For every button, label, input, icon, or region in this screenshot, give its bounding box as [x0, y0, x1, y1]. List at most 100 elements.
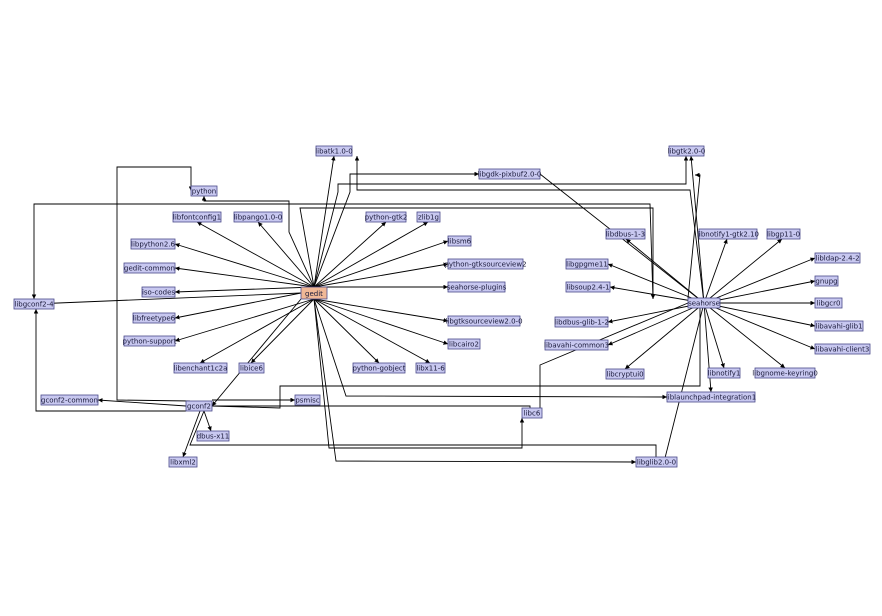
dependency-edge — [703, 302, 725, 369]
node-libldap: libldap-2.4-2 — [814, 252, 861, 264]
dependency-edge — [624, 302, 705, 370]
node-box — [554, 316, 609, 328]
node-label: libldap-2.4-2 — [815, 255, 859, 263]
node-label: dbus-x11 — [197, 433, 230, 441]
node-liblaunchpad: liblaunchpad-integration1 — [666, 391, 756, 403]
node-libgtk: libgtk2.0-0 — [668, 145, 705, 157]
node-box — [168, 456, 198, 468]
node-label: libgtksourceview2.0-0 — [445, 318, 522, 326]
dependency-edge — [662, 302, 705, 463]
node-python: python — [190, 185, 218, 197]
node-label: libgdk-pixbuf2.0-0 — [478, 171, 542, 179]
dependency-edge — [313, 298, 668, 400]
node-seahorseplugins: seahorse-plugins — [447, 281, 507, 293]
node-box — [130, 238, 176, 250]
node-box — [315, 145, 353, 157]
node-libx11: libx11-6 — [415, 362, 446, 374]
node-libavahiclient: libavahi-client3 — [814, 343, 871, 355]
node-box — [814, 320, 864, 332]
dependency-edge — [313, 221, 387, 288]
dependency-edge — [703, 257, 816, 304]
node-label: libice6 — [240, 365, 263, 373]
node-label: libgnome-keyring0 — [752, 370, 818, 378]
node-zlib: zlib1g — [416, 211, 441, 223]
node-box — [814, 252, 861, 264]
node-label: libdbus-1-3 — [606, 231, 645, 239]
node-box — [132, 312, 176, 324]
node-label: libfontconfig1 — [173, 214, 221, 222]
node-label: libgp11-0 — [767, 231, 800, 239]
node-box — [173, 362, 228, 374]
node-box — [123, 262, 176, 274]
node-box — [698, 228, 758, 240]
node-libavahiglib: libavahi-glib1 — [814, 320, 864, 332]
node-libice: libice6 — [238, 362, 265, 374]
dependency-edge — [313, 262, 449, 288]
node-box — [814, 297, 843, 309]
dependency-edge — [313, 240, 449, 288]
node-label: libavahi-common3 — [544, 342, 609, 350]
node-geditcommon: gedit-common — [123, 262, 176, 274]
node-label: python — [192, 188, 217, 196]
node-libgnomekeyring: libgnome-keyring0 — [752, 367, 818, 379]
dependency-edge — [703, 279, 816, 304]
dependency-edge — [97, 398, 187, 407]
node-label: iso-codes — [142, 289, 175, 297]
node-box — [365, 211, 407, 223]
node-gnupg: gnupg — [814, 275, 839, 287]
node-label: libavahi-glib1 — [815, 323, 862, 331]
node-libc6: libc6 — [521, 407, 543, 419]
node-box — [185, 400, 213, 412]
dependency-edge — [313, 298, 431, 364]
dependency-edge — [537, 302, 689, 418]
node-box — [565, 281, 611, 293]
dependency-edge — [354, 156, 705, 304]
dependency-edge — [174, 298, 315, 342]
dependency-edge — [313, 156, 689, 288]
node-box — [123, 335, 176, 347]
node-box — [196, 430, 230, 442]
node-box — [754, 367, 816, 379]
node-libpython: libpython2.6 — [130, 238, 176, 250]
node-box — [687, 297, 721, 309]
dependency-edge — [299, 207, 656, 299]
node-libgpgme: libgpgme11 — [565, 258, 609, 270]
node-libcairo: libcairo2 — [447, 338, 481, 350]
dependency-edge — [703, 238, 783, 304]
node-label: libsoup2.4-1 — [566, 284, 609, 292]
node-label: libatk1.0-0 — [315, 148, 353, 156]
node-box — [300, 286, 328, 300]
node-libgtksourceview: libgtksourceview2.0-0 — [445, 315, 523, 327]
dependency-edge — [33, 309, 186, 412]
node-label: libgconf2-4 — [14, 301, 54, 309]
node-label: libgpgme11 — [566, 261, 608, 269]
node-libnotifygtk: libnotify1-gtk2.10 — [697, 228, 759, 240]
node-box — [238, 362, 265, 374]
node-box — [352, 362, 406, 374]
node-libglib: libglib2.0-0 — [635, 456, 678, 468]
node-libdbus: libdbus-1-3 — [605, 228, 646, 240]
dependency-edge — [174, 266, 315, 288]
dependency-edge — [703, 238, 728, 304]
node-label: libx11-6 — [416, 365, 445, 373]
node-box — [13, 298, 55, 310]
dependency-edge — [31, 203, 654, 300]
dependency-edge — [174, 286, 315, 295]
dependency-edge — [313, 155, 336, 288]
node-seahorse: seahorse — [687, 297, 721, 309]
node-box — [814, 343, 871, 355]
node-label: libxml2 — [170, 459, 196, 467]
dependency-edge — [625, 238, 705, 304]
node-label: zlib1g — [418, 214, 439, 222]
node-label: libpython2.6 — [131, 241, 175, 249]
dependency-edge — [703, 302, 786, 369]
node-dbusx11: dbus-x11 — [196, 430, 230, 442]
dependency-edge — [687, 172, 701, 299]
dependency-edge — [313, 298, 449, 345]
dependency-edge — [196, 221, 315, 288]
node-label: python-support — [123, 338, 177, 346]
node-gconf2: gconf2 — [185, 400, 213, 412]
node-libatk: libatk1.0-0 — [315, 145, 353, 157]
dependency-edge — [211, 303, 703, 409]
